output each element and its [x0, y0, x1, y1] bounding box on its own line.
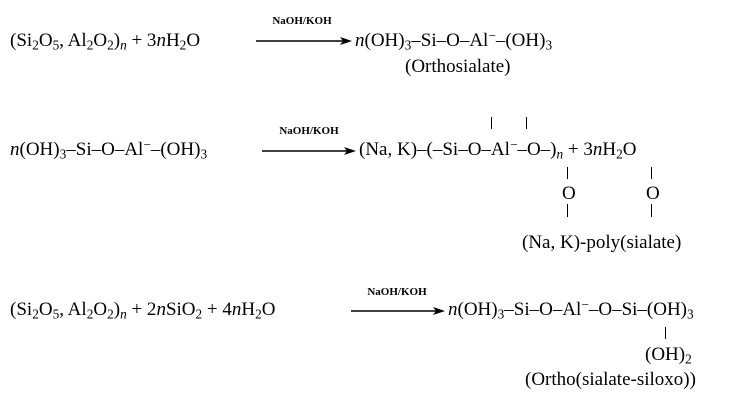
bond-above-si: [491, 117, 493, 129]
reaction-2-product: (Na, K)–(–Si–O–Al−–O–)n + 3nH2O: [359, 137, 637, 162]
bond-above-al: [526, 117, 528, 129]
bond-below-al: [651, 167, 653, 179]
reaction-3-product: n(OH)3–Si–O–Al−–O–Si–(OH)3: [448, 297, 694, 322]
reaction-1-conditions: NaOH/KOH: [272, 15, 332, 27]
reaction-3-conditions: NaOH/KOH: [367, 286, 427, 298]
reaction-1-arrow: [256, 37, 352, 45]
pendant-oxygen-left: O: [562, 183, 576, 204]
bond-below-o-left: [567, 204, 569, 217]
reaction-3-arrow: [351, 307, 445, 315]
bond-below-second-si: [665, 327, 667, 339]
reaction-1-reactants: (Si2O5, Al2O2)n + 3nH2O: [10, 30, 201, 53]
pendant-oxygen-right: O: [646, 183, 660, 204]
reaction-3-pendant: (OH)2: [645, 344, 692, 367]
reaction-1-product-name: (Orthosialate): [405, 56, 511, 77]
reaction-3-product-name: (Ortho(sialate-siloxo)): [525, 369, 696, 390]
reaction-2-conditions: NaOH/KOH: [279, 125, 339, 137]
reaction-2-arrow: [262, 147, 356, 155]
reaction-3-reactants: (Si2O5, Al2O2)n + 2nSiO2 + 4nH2O: [10, 299, 276, 322]
bond-below-o-right: [651, 204, 653, 217]
reaction-2-reactants: n(OH)3–Si–O–Al−–(OH)3: [10, 137, 208, 162]
reaction-1-product: n(OH)3–Si–O–Al−–(OH)3: [355, 28, 553, 53]
reaction-2-product-name: (Na, K)-poly(sialate): [522, 232, 682, 253]
bond-below-si: [567, 167, 569, 179]
